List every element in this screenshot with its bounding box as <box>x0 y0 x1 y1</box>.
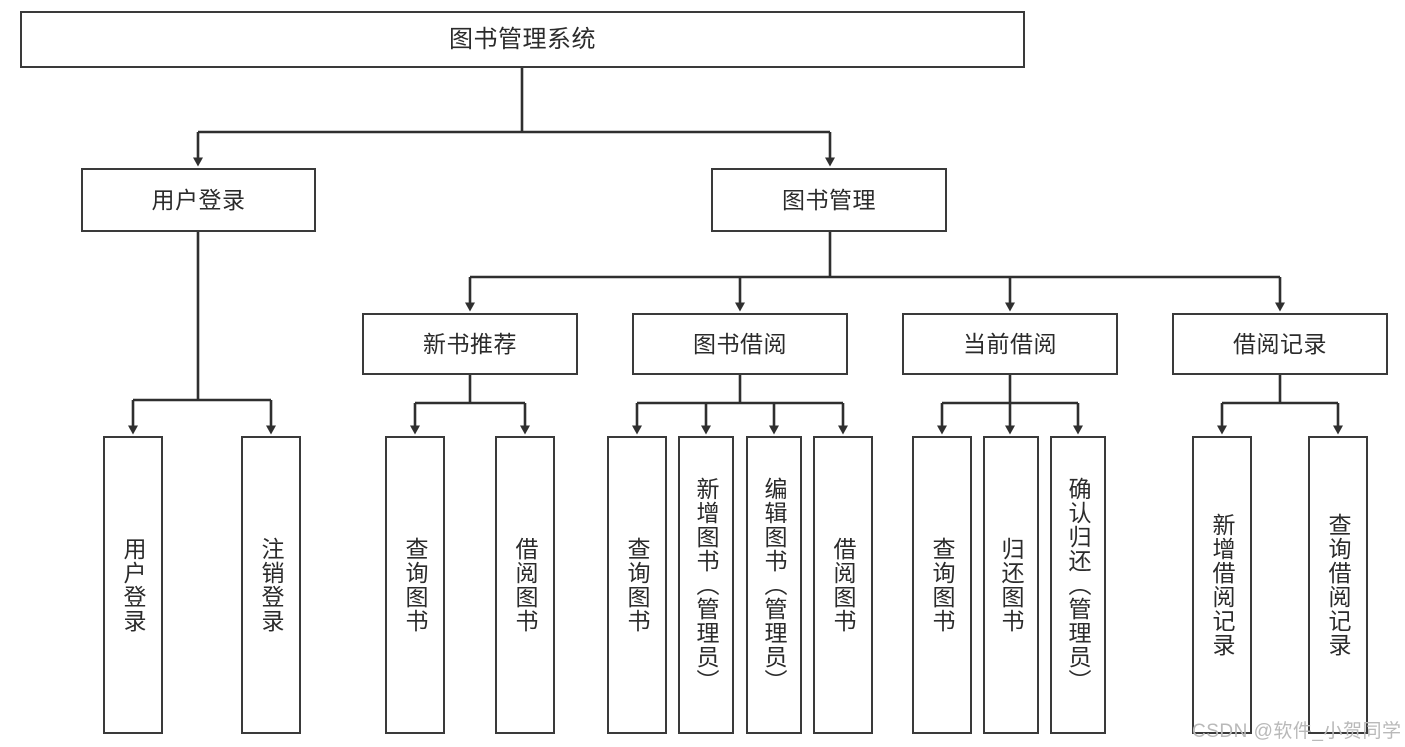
leaf-confirm-return-admin[interactable]: 确认归还（管理员） <box>1050 436 1106 734</box>
leaf-user-login[interactable]: 用户登录 <box>103 436 163 734</box>
node-label: 当前借阅 <box>963 330 1057 357</box>
node-label: 用户登录 <box>151 186 246 213</box>
node-label: 新书推荐 <box>423 330 517 357</box>
leaf-label: 查询图书 <box>402 537 429 633</box>
leaf-query-book-recommend[interactable]: 查询图书 <box>385 436 445 734</box>
node-book-management[interactable]: 图书管理 <box>711 168 947 232</box>
leaf-query-borrow-record[interactable]: 查询借阅记录 <box>1308 436 1368 734</box>
node-book-borrow[interactable]: 图书借阅 <box>632 313 848 375</box>
leaf-label: 借阅图书 <box>830 537 857 633</box>
leaf-logout[interactable]: 注销登录 <box>241 436 301 734</box>
leaf-label: 查询图书 <box>929 537 956 633</box>
leaf-label: 新增图书（管理员） <box>693 477 720 693</box>
leaf-query-book-current[interactable]: 查询图书 <box>912 436 972 734</box>
leaf-return-book[interactable]: 归还图书 <box>983 436 1039 734</box>
leaf-add-borrow-record[interactable]: 新增借阅记录 <box>1192 436 1252 734</box>
node-book-management-system[interactable]: 图书管理系统 <box>20 11 1025 68</box>
node-borrow-record[interactable]: 借阅记录 <box>1172 313 1388 375</box>
leaf-edit-book-admin[interactable]: 编辑图书（管理员） <box>746 436 802 734</box>
node-label: 图书管理 <box>782 186 876 213</box>
node-label: 借阅记录 <box>1233 330 1327 357</box>
leaf-label: 查询借阅记录 <box>1325 513 1352 657</box>
leaf-label: 用户登录 <box>120 537 147 633</box>
leaf-borrow-book[interactable]: 借阅图书 <box>813 436 873 734</box>
node-label: 图书管理系统 <box>449 25 596 53</box>
csdn-watermark: CSDN @软件_小贺同学 <box>1192 721 1402 742</box>
leaf-borrow-book-recommend[interactable]: 借阅图书 <box>495 436 555 734</box>
node-current-borrow[interactable]: 当前借阅 <box>902 313 1118 375</box>
leaf-label: 新增借阅记录 <box>1209 513 1236 657</box>
leaf-label: 注销登录 <box>258 537 285 633</box>
leaf-query-book-borrow[interactable]: 查询图书 <box>607 436 667 734</box>
node-new-book-recommend[interactable]: 新书推荐 <box>362 313 578 375</box>
node-label: 图书借阅 <box>693 330 787 357</box>
leaf-label: 查询图书 <box>624 537 651 633</box>
node-user-login[interactable]: 用户登录 <box>81 168 316 232</box>
leaf-add-book-admin[interactable]: 新增图书（管理员） <box>678 436 734 734</box>
leaf-label: 归还图书 <box>998 537 1025 633</box>
leaf-label: 借阅图书 <box>512 537 539 633</box>
leaf-label: 确认归还（管理员） <box>1065 477 1092 693</box>
leaf-label: 编辑图书（管理员） <box>761 477 788 693</box>
